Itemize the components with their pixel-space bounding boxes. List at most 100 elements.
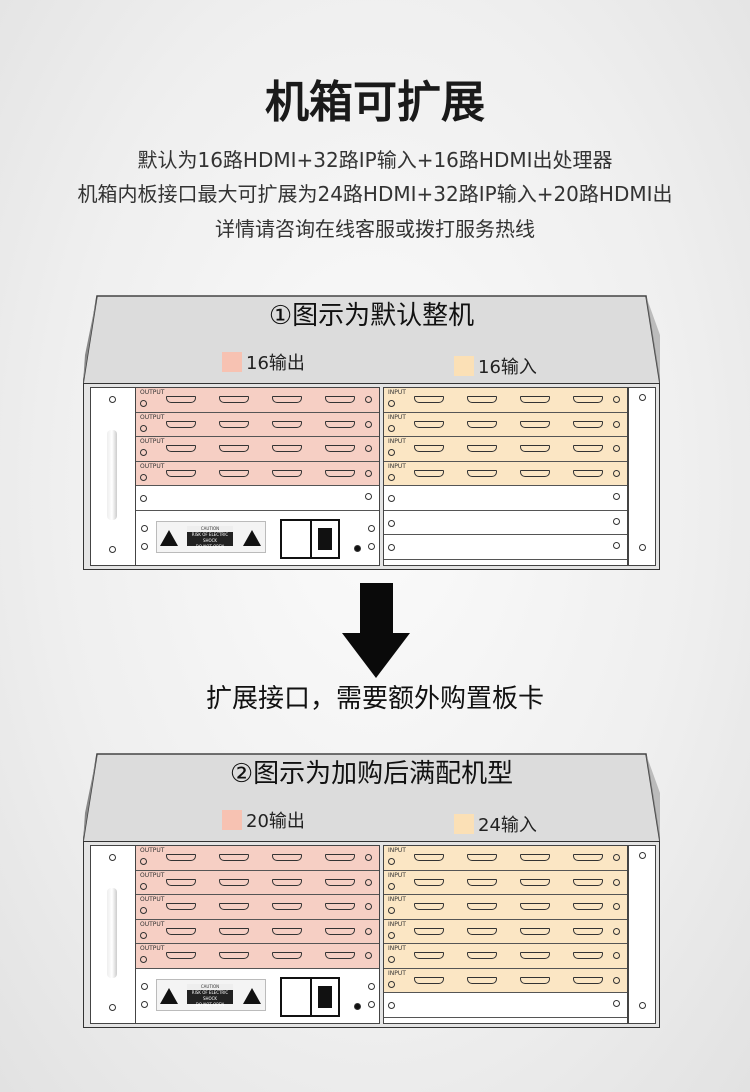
- hdmi-port-icon: [166, 878, 196, 886]
- caution-title: CAUTION: [187, 525, 233, 532]
- hdmi-port-icon: [573, 952, 603, 959]
- hdmi-port-icon: [272, 927, 302, 935]
- caution-title: CAUTION: [187, 983, 233, 990]
- screw-hole: [613, 445, 620, 452]
- hdmi-port-icon: [166, 927, 196, 935]
- screw-hole: [388, 495, 395, 502]
- hdmi-port-icon: [325, 854, 355, 861]
- screw-hole: [613, 542, 620, 549]
- screw-hole: [365, 927, 372, 935]
- hdmi-port-icon: [166, 445, 196, 452]
- screw-hole: [141, 1000, 148, 1008]
- switch-rocker-icon: [318, 527, 332, 550]
- screw-hole: [613, 493, 620, 500]
- hdmi-port-icon: [325, 878, 355, 886]
- in-card: INPUT: [384, 388, 627, 413]
- caution-line-1: RISK OF ELECTRIC SHOCK: [191, 531, 229, 543]
- hdmi-port-icon: [166, 952, 196, 959]
- screw-hole: [140, 424, 147, 432]
- hdmi-port-icon: [219, 927, 249, 935]
- screw-hole: [109, 854, 116, 861]
- hdmi-port-icon: [219, 878, 249, 886]
- power-switch: [310, 518, 340, 559]
- input-swatch: [454, 356, 474, 376]
- hdmi-port-icon: [520, 445, 550, 452]
- screw-hole: [613, 878, 620, 886]
- output-swatch: [222, 352, 242, 372]
- screw-hole: [368, 542, 375, 550]
- screw-hole: [388, 519, 395, 527]
- card-label: OUTPUT: [140, 389, 165, 396]
- input-legend: 24输入: [454, 811, 537, 837]
- hdmi-port-icon: [325, 469, 355, 477]
- hdmi-port-icon: [520, 396, 550, 403]
- expansion-note: 扩展接口，需要额外购置板卡: [205, 684, 544, 714]
- in-card: INPUT: [384, 846, 627, 871]
- screw-hole: [388, 544, 395, 551]
- card-label: INPUT: [388, 413, 406, 421]
- screw-hole: [365, 878, 372, 886]
- warning-triangle-icon: [243, 987, 261, 1004]
- screw-hole: [368, 982, 375, 990]
- screw-hole: [388, 931, 395, 939]
- screw-hole: [368, 1000, 375, 1008]
- card-label: INPUT: [388, 871, 406, 879]
- in-card: INPUT: [384, 461, 627, 486]
- screw-hole: [140, 858, 147, 865]
- subtitle-line-2: 机箱内板接口最大可扩展为24路HDMI+32路IP输入+20路HDMI出: [77, 182, 673, 206]
- in-card: INPUT: [384, 944, 627, 969]
- screw-hole: [365, 854, 372, 861]
- card-label: INPUT: [388, 847, 406, 854]
- screw-hole: [388, 449, 395, 456]
- hdmi-port-icon: [219, 420, 249, 428]
- screw-hole: [613, 976, 620, 984]
- hdmi-port-icon: [272, 952, 302, 959]
- hdmi-port-icon: [520, 952, 550, 959]
- card-label: OUTPUT: [140, 945, 165, 952]
- reset-dot: [354, 1002, 361, 1010]
- screw-hole: [109, 546, 116, 553]
- in-card: INPUT: [384, 870, 627, 895]
- screw-hole: [388, 858, 395, 865]
- hdmi-port-icon: [467, 952, 497, 959]
- hdmi-port-icon: [573, 396, 603, 403]
- card-label: INPUT: [388, 389, 406, 396]
- blank-slot: [384, 511, 627, 535]
- screw-hole: [365, 420, 372, 428]
- out-card: OUTPUT: [136, 919, 379, 944]
- screw-hole: [365, 903, 372, 910]
- hdmi-port-icon: [325, 903, 355, 910]
- hdmi-port-icon: [414, 976, 444, 984]
- hdmi-port-icon: [414, 469, 444, 477]
- hdmi-port-icon: [467, 469, 497, 477]
- hdmi-port-icon: [520, 854, 550, 861]
- hdmi-port-icon: [520, 976, 550, 984]
- chassis-title: ②图示为加购后满配机型: [229, 759, 514, 789]
- screw-hole: [639, 394, 646, 401]
- warning-triangle-icon: [243, 529, 261, 546]
- screw-hole: [613, 854, 620, 861]
- out-card: OUTPUT: [136, 944, 379, 969]
- hdmi-port-icon: [467, 903, 497, 910]
- hdmi-port-icon: [573, 878, 603, 886]
- screw-hole: [388, 882, 395, 890]
- hdmi-port-icon: [573, 854, 603, 861]
- screw-hole: [109, 396, 116, 403]
- screw-hole: [140, 882, 147, 890]
- hdmi-port-icon: [467, 976, 497, 984]
- card-label: OUTPUT: [140, 462, 165, 470]
- hdmi-port-icon: [467, 854, 497, 861]
- caution-line-1: RISK OF ELECTRIC SHOCK: [191, 989, 229, 1001]
- screw-hole: [613, 903, 620, 910]
- output-swatch: [222, 810, 242, 830]
- input-legend-label: 16输入: [478, 357, 537, 378]
- out-card: OUTPUT: [136, 870, 379, 895]
- switch-rocker-icon: [318, 985, 332, 1008]
